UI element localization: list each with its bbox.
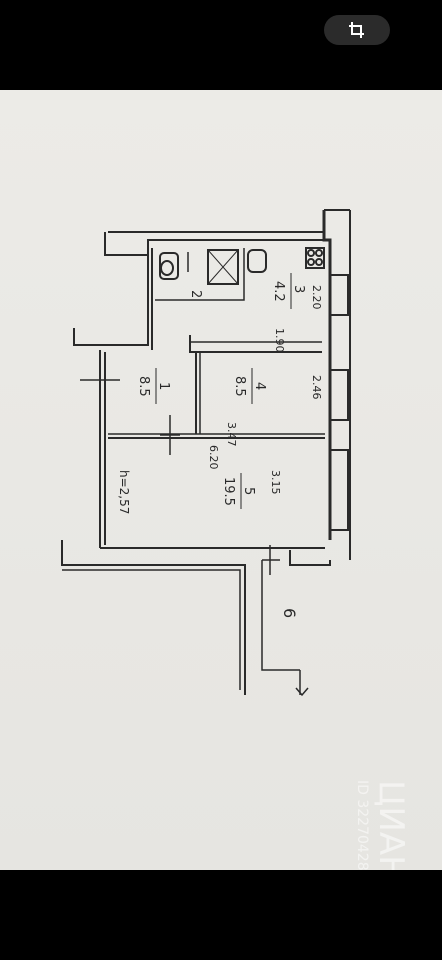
room-3-number: 3 (291, 285, 306, 293)
floor-plan-photo: 3 4.2 4 8.5 1 8.5 5 19.5 2 6 2.20 1.90 2… (0, 90, 442, 870)
room-4-area: 8.5 (232, 376, 247, 397)
ceiling-height: h=2,57 (117, 470, 131, 514)
watermark-id: ID 322704283 (354, 780, 370, 870)
dim-1-90: 1.90 (273, 328, 286, 353)
room-6-number: 6 (280, 608, 299, 618)
room-2-number: 2 (188, 290, 203, 298)
floor-plan: 3 4.2 4 8.5 1 8.5 5 19.5 2 6 2.20 1.90 2… (61, 209, 411, 870)
dim-2-46: 2.46 (310, 375, 323, 400)
room-4-number: 4 (252, 382, 267, 390)
crop-icon (349, 22, 364, 38)
dim-3-15: 3.15 (269, 470, 282, 495)
room-5-number: 5 (241, 487, 256, 495)
room-3-area: 4.2 (271, 281, 286, 302)
top-toolbar (0, 0, 442, 90)
dim-6-20: 6.20 (207, 445, 220, 470)
room-1-number: 1 (156, 382, 171, 390)
dim-3-47: 3.47 (225, 422, 238, 447)
dim-2-20: 2.20 (310, 285, 323, 310)
crop-button[interactable] (324, 15, 390, 45)
room-5-area: 19.5 (221, 477, 236, 506)
watermark-brand: ЦИАН (371, 780, 411, 870)
bottom-bar (0, 870, 442, 960)
room-1-area: 8.5 (136, 376, 151, 397)
